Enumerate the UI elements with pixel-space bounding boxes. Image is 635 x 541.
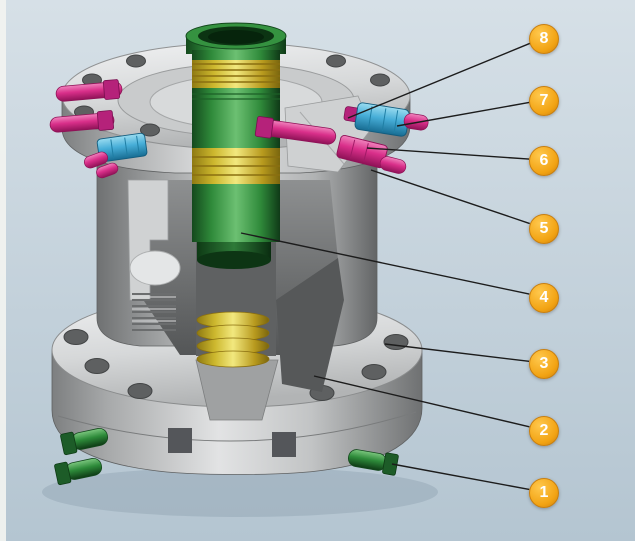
callout-badge-8: 8 — [529, 24, 559, 54]
cut-face-right — [276, 258, 344, 392]
bore-threads-highlight — [132, 296, 176, 322]
leader-line-4 — [240, 232, 530, 295]
leader-line-2 — [313, 375, 530, 428]
leader-line-8 — [347, 42, 531, 119]
leader-line-7 — [396, 101, 530, 127]
callout-badge-4: 4 — [529, 283, 559, 313]
casing-hanger-mandrel — [185, 22, 287, 269]
stud-nut-right — [336, 134, 388, 169]
leader-lines — [240, 42, 531, 491]
lockscrew-notch — [272, 432, 296, 457]
callout-badge-1: 1 — [529, 478, 559, 508]
leader-line-3 — [384, 343, 530, 363]
callout-badge-5: 5 — [529, 214, 559, 244]
valve-fitting-left — [96, 132, 148, 163]
outlet-port — [129, 250, 181, 286]
callout-badge-6: 6 — [529, 146, 559, 176]
leader-line-5 — [370, 169, 530, 225]
leader-line-1 — [391, 463, 530, 491]
bore-threads — [132, 293, 176, 331]
stud-bolts-left — [49, 79, 148, 179]
seal-stack — [196, 311, 270, 368]
scan-edge — [0, 0, 6, 541]
callout-badge-2: 2 — [529, 416, 559, 446]
bottom-lock-plugs — [54, 427, 399, 486]
callout-badge-3: 3 — [529, 349, 559, 379]
leader-line-6 — [366, 147, 530, 160]
callout-badge-7: 7 — [529, 86, 559, 116]
ground-shadow — [42, 467, 438, 517]
stud-bolts-right — [254, 102, 429, 174]
lockscrew-notch — [168, 428, 192, 453]
